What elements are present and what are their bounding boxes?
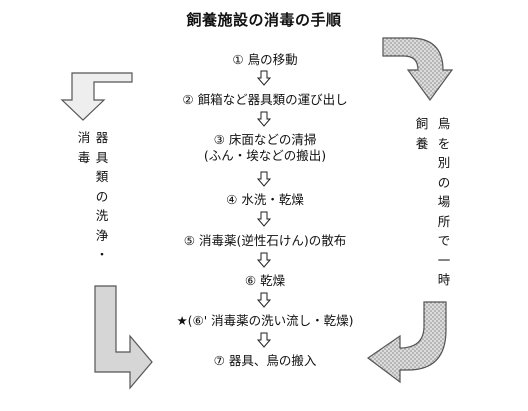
step-4: ④ 水洗・乾燥 [226,192,304,207]
step-7: ⑦ 器具、鳥の搬入 [213,353,317,368]
down-arrow-icon [256,252,272,268]
left-note-col2: 器 具 類 の 洗 浄 ・ [95,130,109,262]
step-6-dash: ★(⑥' 消毒薬の洗い流し・乾燥) [176,313,354,328]
step-5: ⑤ 消毒薬(逆性石けん)の散布 [183,233,347,248]
step-3: ③ 床面などの清掃 (ふん・埃などの搬出) [120,132,410,164]
right-note-col1: 飼 養 [415,116,429,151]
down-arrow-icon [256,171,272,187]
down-arrow-icon [256,292,272,308]
right-note-col2: 鳥 を 別 の 場 所 で 一 時 [437,116,451,287]
left-bottom-l-arrow [94,285,153,390]
down-arrow-icon [256,332,272,348]
step-3-line1: ③ 床面などの清掃 [213,132,317,147]
down-arrow-icon [256,111,272,127]
down-arrow-icon [256,70,272,86]
step-2: ② 餌箱など器具類の運び出し [182,92,348,107]
right-bottom-curved-arrow [366,301,447,384]
left-note-col1: 消 毒 [77,130,91,165]
left-top-bent-arrow [60,72,133,121]
down-arrow-icon [256,211,272,227]
step-1: ① 鳥の移動 [232,52,298,67]
diagram-title: 飼養施設の消毒の手順 [186,11,342,29]
step-6: ⑥ 乾燥 [244,273,286,288]
step-3-line2: (ふん・埃などの搬出) [203,148,327,163]
right-top-curved-arrow [382,37,454,102]
